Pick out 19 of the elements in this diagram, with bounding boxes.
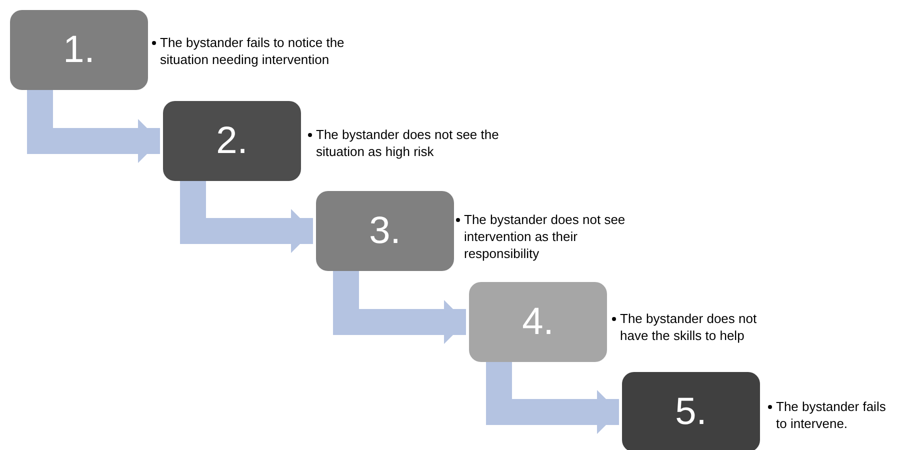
step-description: The bystander does not see intervention as their responsibility	[464, 211, 626, 262]
step-number: 2.	[216, 122, 248, 160]
step-box	[622, 372, 760, 450]
step-number: 4.	[522, 303, 554, 341]
bent-arrow	[486, 362, 619, 434]
step-description: The bystander fails to notice the situation needing intervention	[160, 34, 346, 68]
bent-arrow	[333, 271, 466, 344]
bent-arrow	[180, 181, 313, 253]
step-description: The bystander does not have the skills to help	[620, 310, 758, 344]
step-number: 5.	[675, 393, 707, 431]
step-description: The bystander fails to intervene.	[776, 398, 887, 432]
step-box	[10, 10, 148, 90]
step-box	[316, 191, 454, 271]
step-box	[163, 101, 301, 181]
bent-arrow	[27, 90, 160, 163]
step-description: The bystander does not see the situation as high risk	[316, 126, 500, 160]
step-number: 1.	[63, 31, 95, 69]
step-number: 3.	[369, 212, 401, 250]
step-box	[469, 282, 607, 362]
